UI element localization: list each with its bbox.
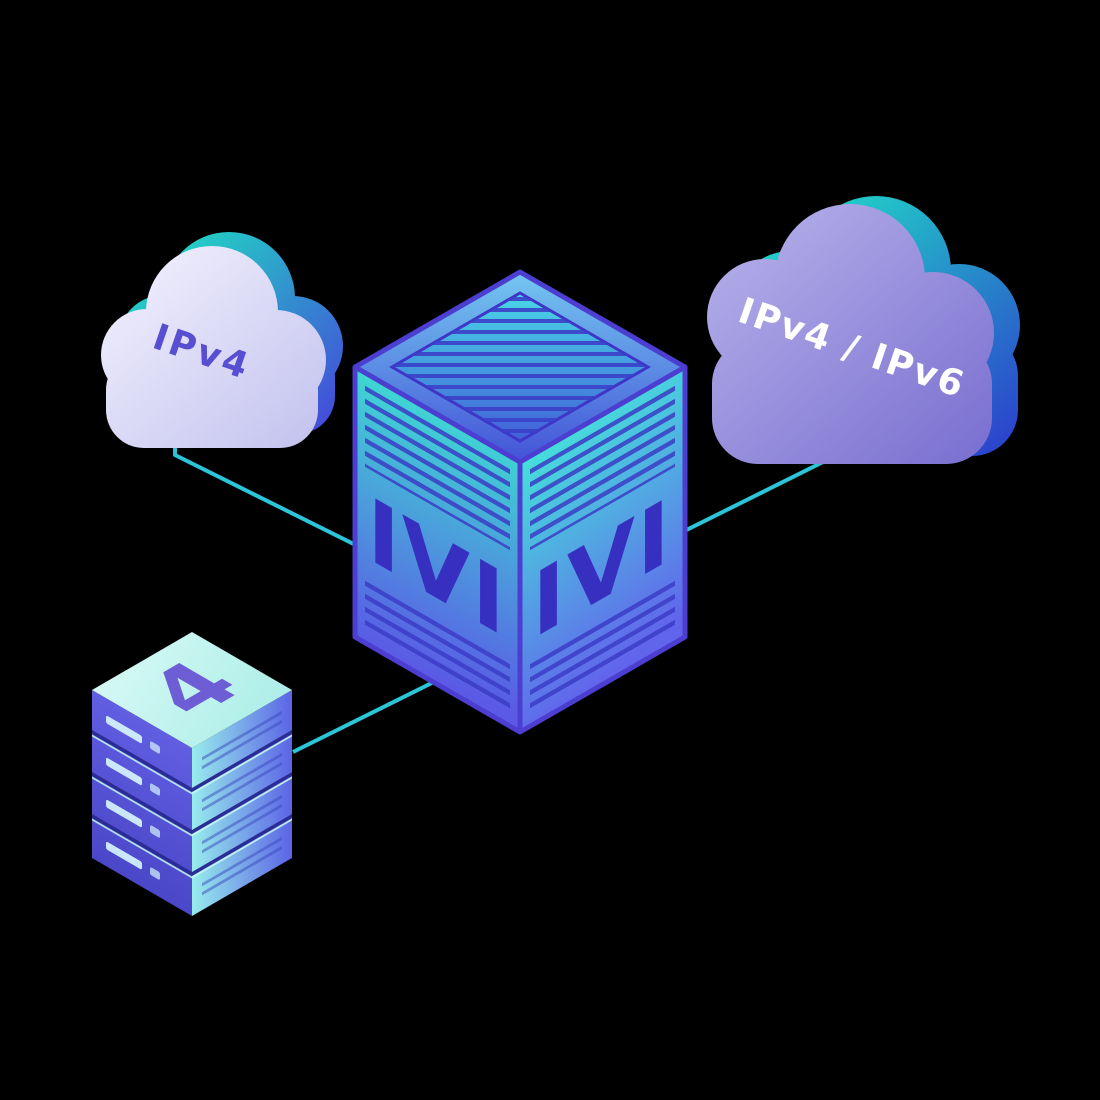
ivi-cube-edges [352,269,688,735]
ivi-cube-left-face: IVI [355,367,520,733]
ivi-cube: IVI IVI [352,269,688,735]
server-stack: 4 [92,632,292,916]
ipv4-cloud: IPv4 [101,232,343,448]
dualstack-cloud: IPv4 / IPv6 [707,196,1020,464]
ivi-cube-right-face: IVI [520,366,685,732]
server-stack-right-face [192,690,292,916]
server-slot [106,799,142,828]
server-slot [106,715,142,744]
server-slot [106,841,142,870]
server-stack-left-face [92,690,192,916]
server-slot [106,757,142,786]
server-stack-top-face [92,632,292,748]
ivi-cube-top-stripes [392,293,648,441]
